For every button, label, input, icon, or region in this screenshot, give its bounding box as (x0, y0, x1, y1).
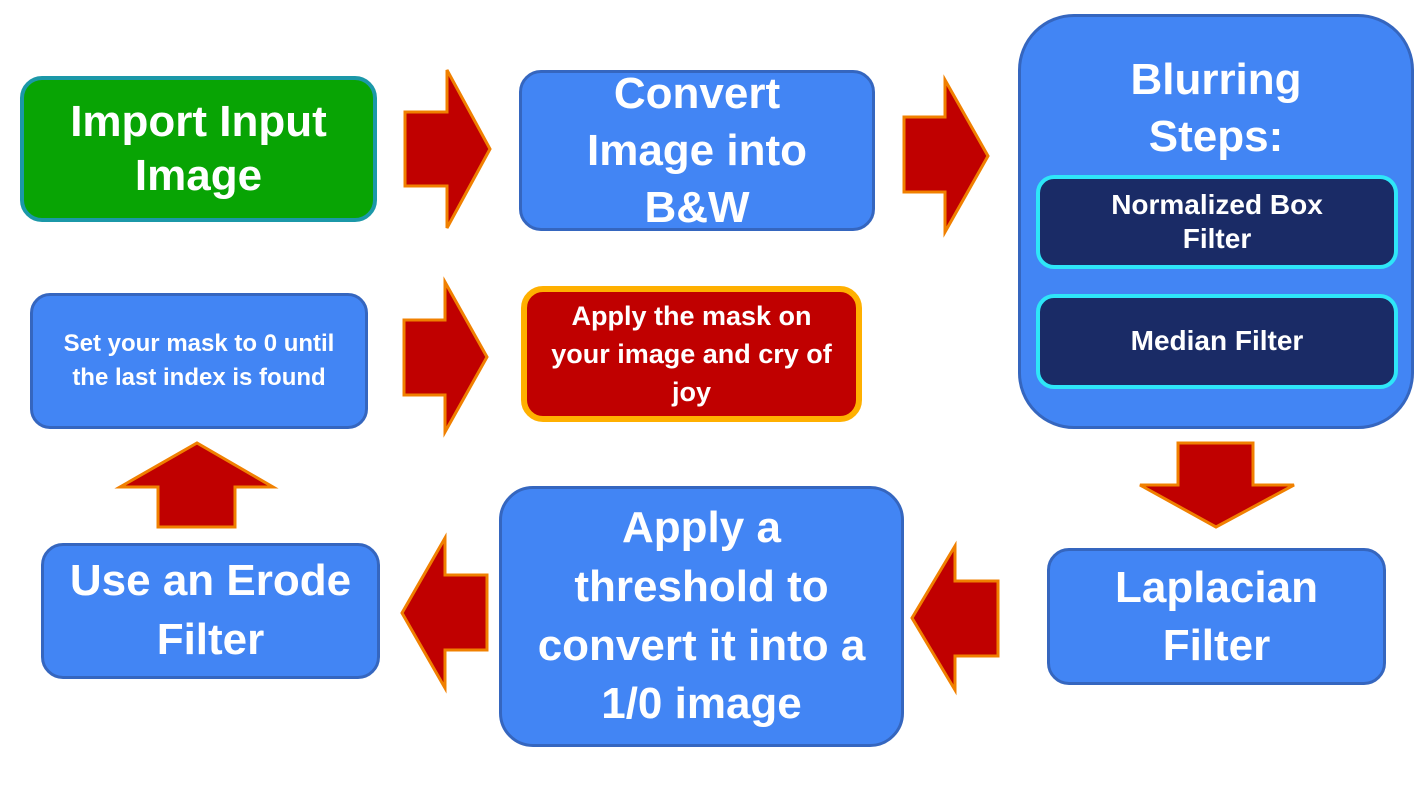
step-set-mask: Set your mask to 0 until the last index … (30, 293, 368, 429)
arrow-right-mask-to-apply-icon (402, 276, 489, 438)
step-convert-bw: Convert Image into B&W (519, 69, 875, 232)
step-import-input-image: Import Input Image (20, 76, 377, 222)
arrow-right-import-to-convert-icon (403, 69, 492, 229)
arrow-up-erode-to-mask-icon (114, 441, 279, 529)
step-laplacian-filter: Laplacian Filter (1047, 548, 1386, 685)
substep-median-filter: Median Filter (1036, 294, 1398, 389)
arrow-left-threshold-to-erode-icon (400, 532, 489, 694)
substep-label: Median Filter (1130, 325, 1304, 357)
step-label: Set your mask to 0 until the last index … (63, 329, 335, 391)
substep-label: Normalized Box Filter (1111, 188, 1323, 254)
step-label: Import Input Image (70, 97, 327, 200)
step-apply-mask: Apply the mask on your image and cry of … (521, 286, 862, 422)
step-label: Apply the mask on your image and cry of … (551, 300, 832, 408)
substep-normalized-box-filter: Normalized Box Filter (1036, 175, 1398, 269)
step-label: Convert Image into B&W (586, 68, 808, 233)
step-threshold: Apply a threshold to convert it into a 1… (499, 486, 904, 747)
arrow-down-blurring-to-laplacian-icon (1139, 441, 1295, 529)
arrow-right-convert-to-blurring-icon (902, 74, 990, 238)
arrow-left-laplacian-to-threshold-icon (910, 540, 1000, 696)
step-blurring: Blurring Steps: Normalized Box Filter Me… (1018, 14, 1414, 429)
step-label: Apply a threshold to convert it into a 1… (537, 503, 866, 729)
step-erode-filter: Use an Erode Filter (41, 543, 380, 679)
step-label: Use an Erode Filter (69, 556, 352, 664)
blurring-title: Blurring Steps: (1130, 55, 1302, 162)
step-label: Laplacian Filter (1115, 563, 1318, 670)
